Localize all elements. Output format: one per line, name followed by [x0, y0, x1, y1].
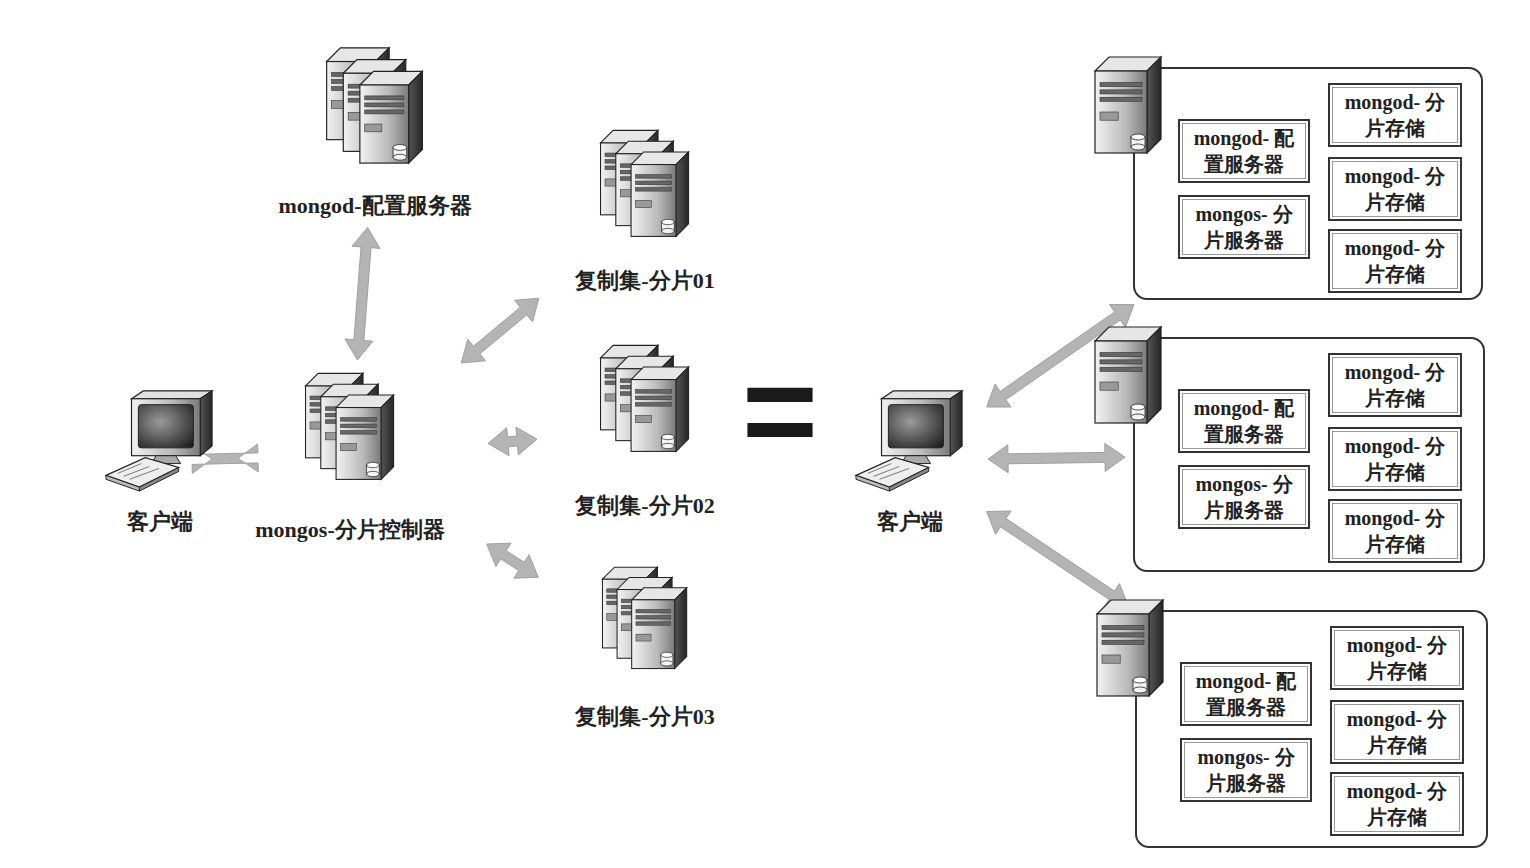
- node-label: mongos- 分片服务器: [1186, 471, 1302, 523]
- replica-shard-node: 复制集-分片01: [545, 125, 745, 294]
- node-label: mongod- 分片存储: [1338, 706, 1456, 758]
- double-arrow: [345, 227, 380, 360]
- server-icon: [1089, 598, 1169, 703]
- process-box: mongos- 分片服务器: [1180, 738, 1312, 802]
- node-label: 复制集-分片03: [545, 704, 745, 730]
- double-arrow: [988, 443, 1125, 472]
- node-label: mongos- 分片服务器: [1186, 201, 1302, 253]
- node-label: mongod- 分片存储: [1336, 433, 1454, 485]
- process-box: mongod- 分片存储: [1328, 499, 1462, 563]
- host-group-box: mongod- 配置服务器 mongos- 分片服务器 mongod- 分片存储 mo…: [1133, 67, 1483, 300]
- double-arrow: [461, 298, 539, 363]
- node-label: 复制集-分片02: [545, 493, 745, 519]
- process-box: mongod- 分片存储: [1330, 700, 1464, 764]
- process-box: mongod- 分片存储: [1328, 427, 1462, 491]
- process-box: mongos- 分片服务器: [1178, 465, 1310, 529]
- node-label: 复制集-分片01: [545, 268, 745, 294]
- computer-icon: [840, 385, 980, 495]
- node-label: mongod-配置服务器: [240, 193, 510, 219]
- node-label: mongos- 分片服务器: [1188, 744, 1304, 796]
- node-label: 客户端: [840, 509, 980, 535]
- config-server-node: mongod-配置服务器: [240, 42, 510, 219]
- server-stack-icon: [545, 340, 745, 455]
- node-label: mongos-分片控制器: [220, 517, 480, 543]
- node-label: mongod- 分片存储: [1338, 632, 1456, 684]
- node-label: mongod- 配置服务器: [1188, 668, 1304, 720]
- host-group-box: mongod- 配置服务器 mongos- 分片服务器 mongod- 分片存储 mo…: [1135, 610, 1488, 848]
- process-box: mongos- 分片服务器: [1178, 195, 1310, 259]
- host-group-box: mongod- 配置服务器 mongos- 分片服务器 mongod- 分片存储 mo…: [1133, 337, 1485, 572]
- node-label: mongod- 分片存储: [1336, 163, 1454, 215]
- process-box: mongod- 配置服务器: [1178, 389, 1310, 453]
- process-box: mongod- 分片存储: [1328, 353, 1462, 417]
- server-stack-icon: [545, 562, 745, 672]
- double-arrow: [487, 543, 539, 578]
- process-box: mongod- 配置服务器: [1180, 662, 1312, 726]
- node-label: mongod- 配置服务器: [1186, 395, 1302, 447]
- server-stack-icon: [240, 42, 510, 167]
- node-label: mongod- 分片存储: [1336, 89, 1454, 141]
- server-stack-icon: [220, 368, 480, 483]
- node-label: mongod- 配置服务器: [1186, 125, 1302, 177]
- process-box: mongod- 配置服务器: [1178, 119, 1310, 183]
- node-label: mongod- 分片存储: [1336, 505, 1454, 557]
- process-box: mongod- 分片存储: [1330, 626, 1464, 690]
- node-label: mongod- 分片存储: [1336, 235, 1454, 287]
- node-label: mongod- 分片存储: [1338, 778, 1456, 830]
- process-box: mongod- 分片存储: [1328, 157, 1462, 221]
- process-box: mongod- 分片存储: [1330, 772, 1464, 836]
- node-label: 客户端: [90, 509, 230, 535]
- double-arrow: [987, 511, 1129, 607]
- replica-shard-node: 复制集-分片03: [545, 562, 745, 730]
- server-stack-icon: [545, 125, 745, 240]
- process-box: mongod- 分片存储: [1328, 229, 1462, 293]
- server-icon: [1087, 55, 1167, 160]
- replica-shard-node: 复制集-分片02: [545, 340, 745, 519]
- equals-sign: =: [742, 345, 818, 475]
- process-box: mongod- 分片存储: [1328, 83, 1462, 147]
- client-node: 客户端: [840, 385, 980, 535]
- double-arrow: [488, 427, 537, 456]
- client-node: 客户端: [90, 385, 230, 535]
- server-icon: [1087, 325, 1167, 430]
- mongos-router-node: mongos-分片控制器: [220, 368, 480, 543]
- computer-icon: [90, 385, 230, 495]
- node-label: mongod- 分片存储: [1336, 359, 1454, 411]
